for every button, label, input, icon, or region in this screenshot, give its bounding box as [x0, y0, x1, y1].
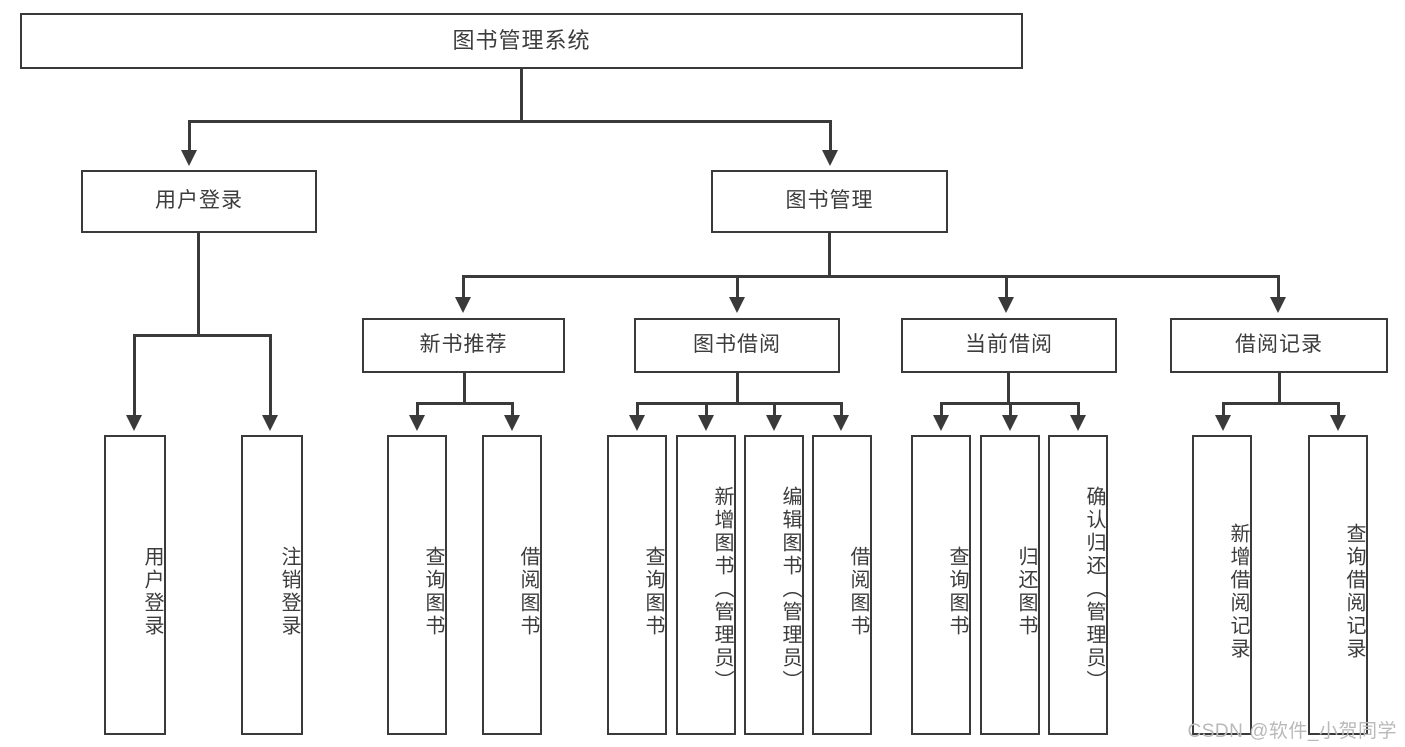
leaf-query-books-borrowing[interactable]: 查询图书 [607, 435, 667, 735]
connector-book-management-stem [828, 233, 831, 278]
leaf-query-borrow-record[interactable]: 查询借阅记录 [1308, 435, 1368, 735]
arrowhead-to-new-book-recommendation [455, 297, 471, 313]
connector-nbr-bar [416, 402, 514, 405]
leaf-query-books-recommendation[interactable]: 查询图书 [387, 435, 447, 735]
connector-root-stem [520, 69, 523, 121]
arrowhead-to-leaf-logout [262, 415, 278, 431]
leaf-confirm-return-admin[interactable]: 确认归还（管理员） [1048, 435, 1108, 735]
connector-br-stem [1278, 373, 1281, 405]
arrowhead-cb-leaf-3 [1070, 415, 1086, 431]
leaf-add-book-admin[interactable]: 新增图书（管理员） [676, 435, 736, 735]
connector-cb-stem [1007, 373, 1010, 405]
connector-user-login-bar [133, 334, 272, 337]
node-current-borrowing[interactable]: 当前借阅 [901, 318, 1117, 373]
connector-bb-to-leaf-2 [705, 402, 708, 419]
arrowhead-bb-leaf-4 [833, 415, 849, 431]
connector-cb-to-leaf-2 [1009, 402, 1012, 419]
root-node-library-management-system[interactable]: 图书管理系统 [20, 13, 1023, 69]
arrowhead-to-leaf-user-login [126, 415, 142, 431]
connector-bb-to-leaf-1 [636, 402, 639, 419]
connector-nbr-stem [463, 373, 466, 405]
connector-root-to-book-management [829, 120, 832, 150]
connector-bm-to-new-book [462, 275, 465, 301]
connector-bb-stem [736, 373, 739, 405]
connector-book-management-bar [462, 275, 1280, 278]
leaf-query-books-current[interactable]: 查询图书 [911, 435, 971, 735]
leaf-borrow-books-borrowing[interactable]: 借阅图书 [812, 435, 872, 735]
connector-user-login-to-leaf-1 [133, 334, 136, 419]
leaf-borrow-books-recommendation[interactable]: 借阅图书 [482, 435, 542, 735]
arrowhead-to-user-login [181, 150, 197, 166]
connector-bm-to-book-borrowing [736, 275, 739, 301]
connector-nbr-to-leaf-1 [416, 402, 419, 419]
arrowhead-cb-leaf-1 [933, 415, 949, 431]
connector-cb-to-leaf-3 [1077, 402, 1080, 419]
arrowhead-nbr-leaf-2 [504, 415, 520, 431]
connector-bb-to-leaf-3 [773, 402, 776, 419]
connector-bm-to-borrowing-records [1277, 275, 1280, 301]
arrowhead-to-book-management [822, 150, 838, 166]
leaf-add-borrow-record[interactable]: 新增借阅记录 [1192, 435, 1252, 735]
connector-br-to-leaf-1 [1222, 402, 1225, 419]
connector-nbr-to-leaf-2 [511, 402, 514, 419]
node-book-management[interactable]: 图书管理 [711, 170, 948, 233]
connector-br-to-leaf-2 [1337, 402, 1340, 419]
node-book-borrowing[interactable]: 图书借阅 [634, 318, 840, 373]
leaf-user-login[interactable]: 用户登录 [104, 435, 166, 735]
csdn-watermark: CSDN @软件_小贺同学 [1187, 721, 1397, 742]
connector-root-bar [188, 120, 832, 123]
arrowhead-bb-leaf-1 [629, 415, 645, 431]
leaf-return-books[interactable]: 归还图书 [980, 435, 1040, 735]
connector-bb-to-leaf-4 [840, 402, 843, 419]
node-user-login[interactable]: 用户登录 [81, 170, 317, 233]
arrowhead-nbr-leaf-1 [409, 415, 425, 431]
connector-bb-bar [636, 402, 843, 405]
arrowhead-to-borrowing-records [1270, 297, 1286, 313]
node-new-book-recommendation[interactable]: 新书推荐 [362, 318, 565, 373]
node-borrowing-records[interactable]: 借阅记录 [1170, 318, 1388, 373]
arrowhead-to-book-borrowing [729, 297, 745, 313]
leaf-edit-book-admin[interactable]: 编辑图书（管理员） [744, 435, 804, 735]
arrowhead-bb-leaf-2 [698, 415, 714, 431]
arrowhead-br-leaf-1 [1215, 415, 1231, 431]
connector-br-bar [1222, 402, 1340, 405]
connector-user-login-stem [197, 233, 200, 337]
connector-bm-to-current-borrowing [1005, 275, 1008, 301]
arrowhead-bb-leaf-3 [766, 415, 782, 431]
connector-root-to-user-login [188, 120, 191, 150]
leaf-logout[interactable]: 注销登录 [241, 435, 303, 735]
arrowhead-to-current-borrowing [998, 297, 1014, 313]
arrowhead-br-leaf-2 [1330, 415, 1346, 431]
connector-user-login-to-leaf-2 [269, 334, 272, 419]
arrowhead-cb-leaf-2 [1002, 415, 1018, 431]
connector-cb-to-leaf-1 [940, 402, 943, 419]
